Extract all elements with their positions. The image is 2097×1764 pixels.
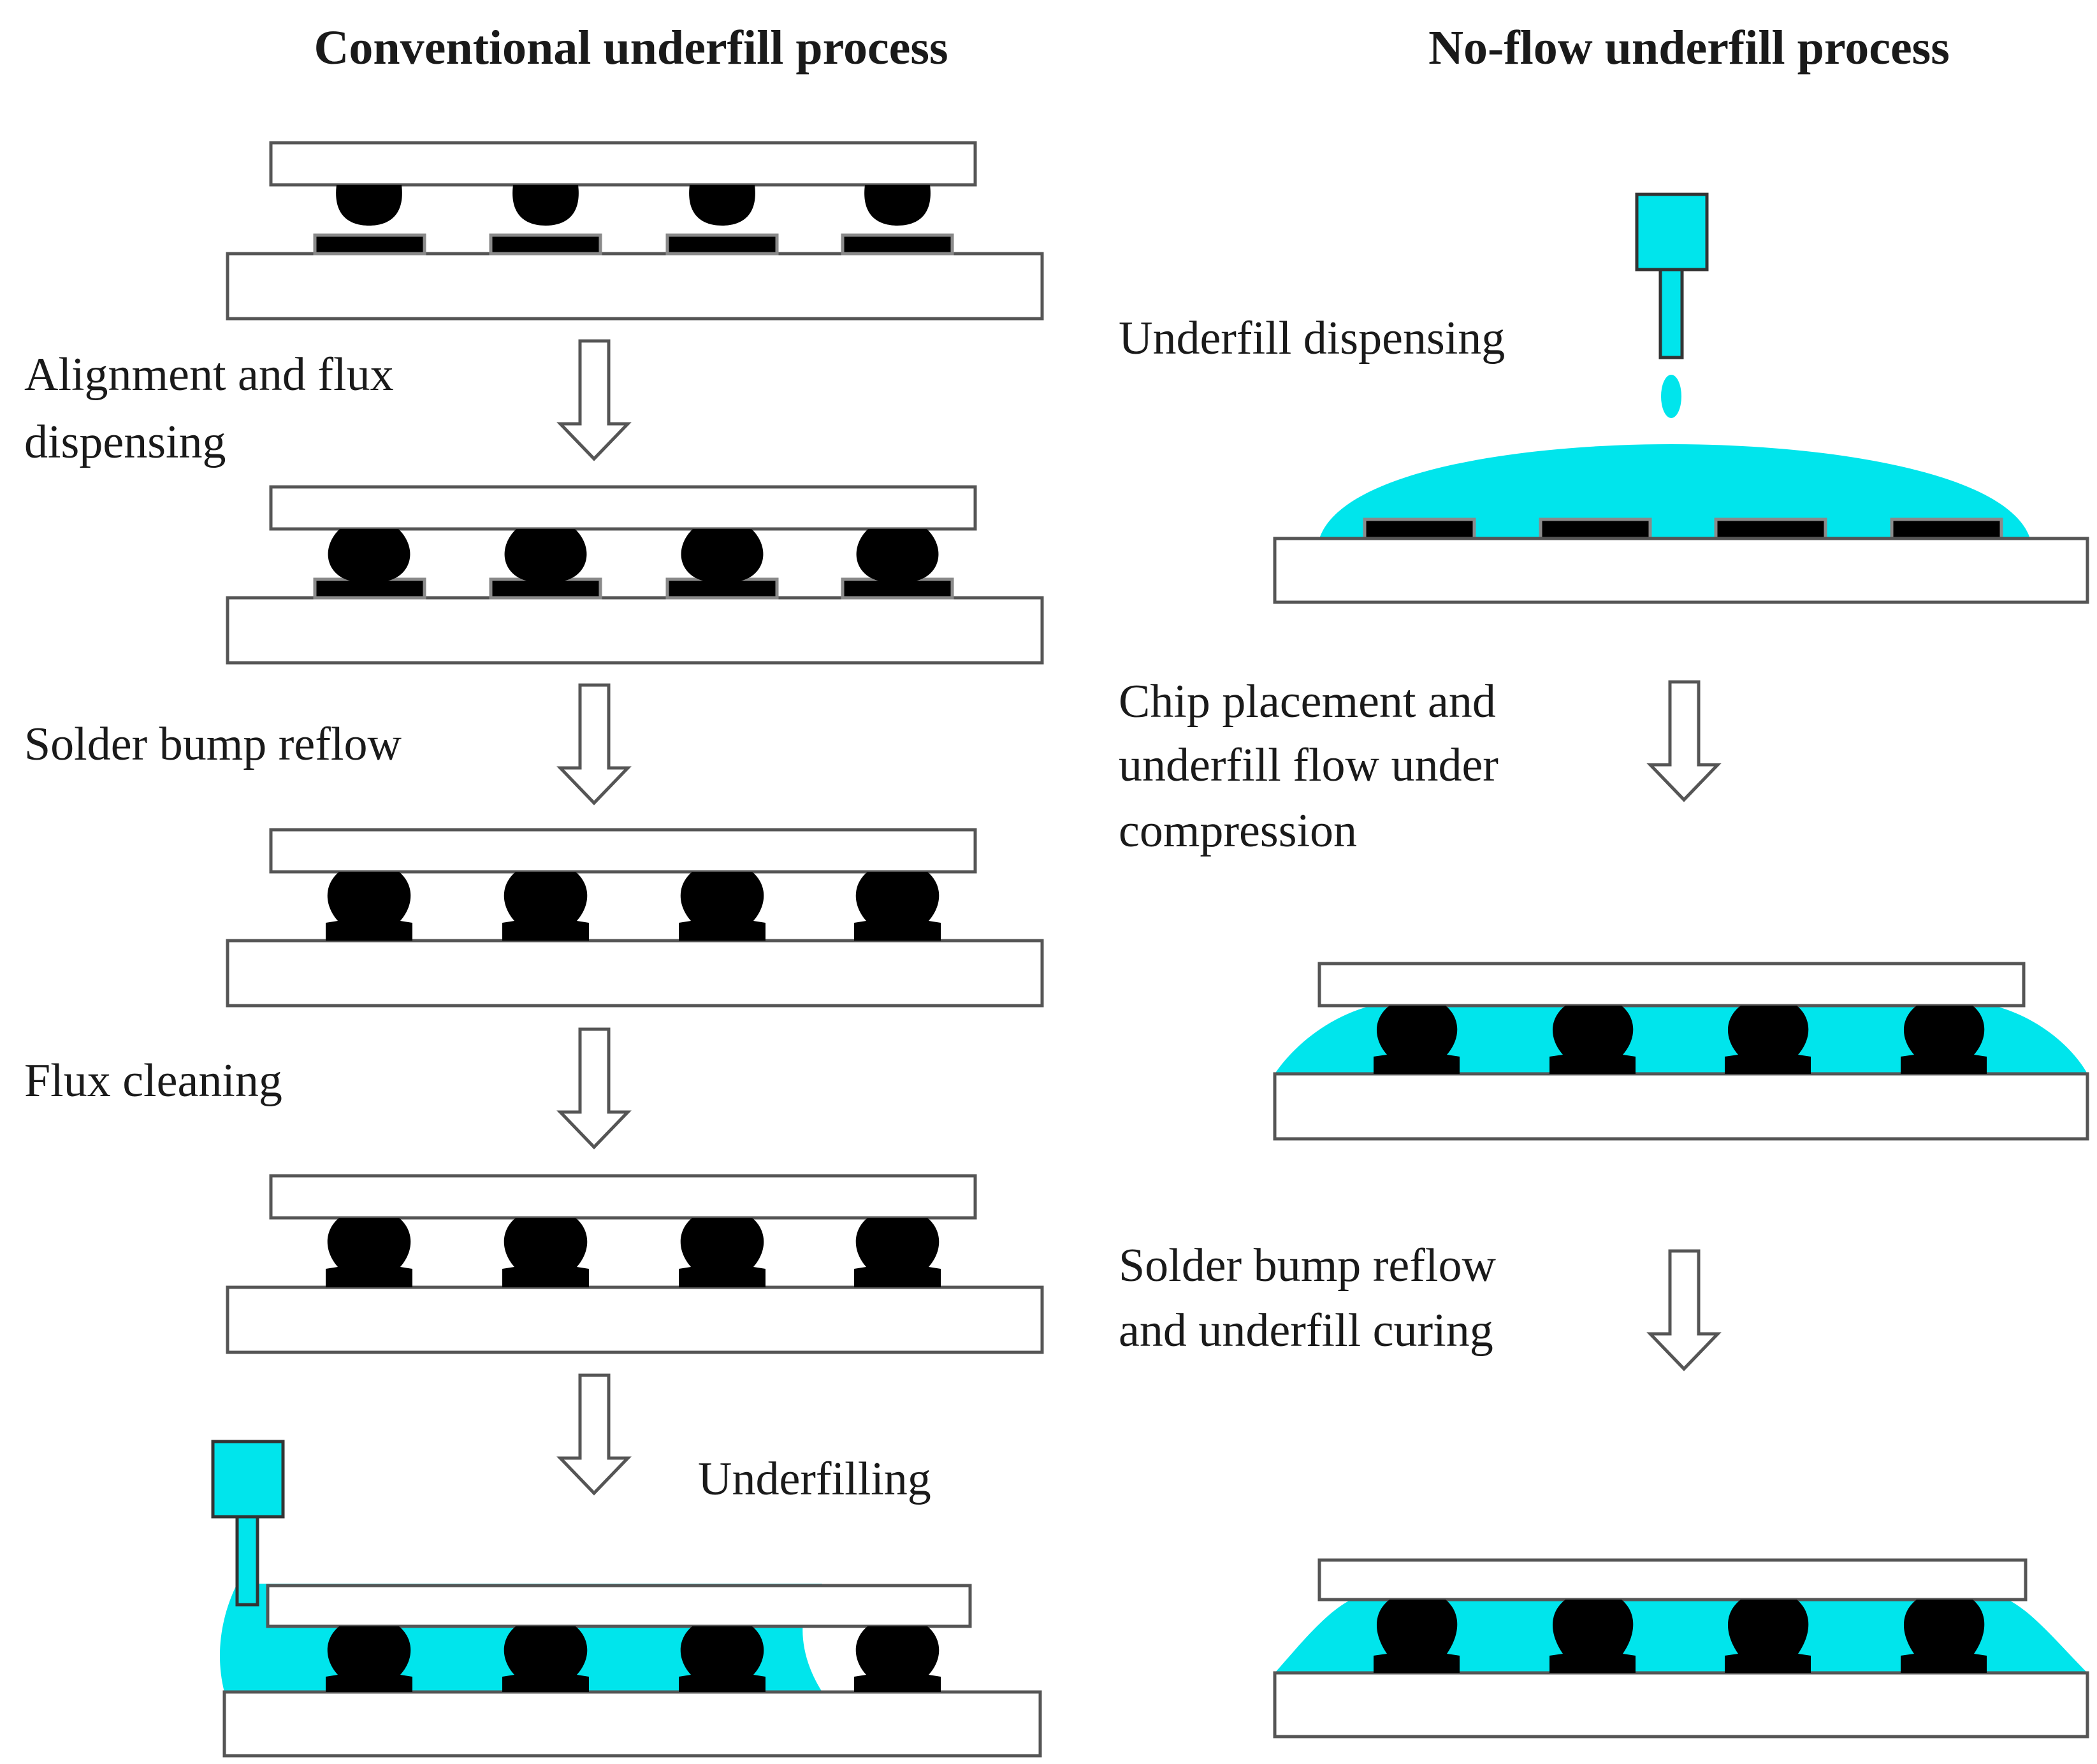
dispenser-nozzle-icon: [211, 1440, 285, 1519]
solder-joint: [679, 872, 766, 941]
noflow-stage-2: [1273, 962, 2089, 1141]
conventional-stage-5: [211, 1440, 1042, 1758]
solder-bump: [1549, 1006, 1636, 1074]
substrate: [1273, 1072, 2089, 1141]
bond-pad: [1539, 517, 1652, 540]
conventional-stage-1: [226, 141, 1044, 321]
chip: [269, 485, 977, 531]
solder-bump: [328, 529, 410, 584]
dispenser-needle: [1658, 268, 1684, 359]
solder-joint: [679, 1626, 766, 1692]
solder-bump: [504, 529, 587, 584]
solder-joint: [854, 1218, 941, 1287]
bond-pad: [841, 577, 954, 600]
solder-joint: [854, 872, 941, 941]
conventional-title: Conventional underfill process: [314, 21, 948, 75]
chip: [1317, 962, 2026, 1008]
solder-bump: [864, 185, 931, 226]
solder-bump: [856, 529, 939, 584]
solder-bump: [1374, 1006, 1460, 1074]
step-underfilling-label: Underfilling: [698, 1453, 931, 1505]
substrate: [226, 1285, 1044, 1354]
step-alignment-label-line2: dispensing: [24, 416, 226, 468]
step-placement-label-line2: underfill flow under: [1119, 739, 1498, 792]
down-arrow: [556, 1027, 632, 1150]
chip: [1317, 1558, 2028, 1601]
down-arrow: [556, 683, 632, 806]
step-reflow-label: Solder bump reflow: [24, 718, 402, 770]
down-arrow: [1646, 680, 1722, 802]
solder-joint: [1725, 1600, 1811, 1673]
step-alignment-label-line1: Alignment and flux: [24, 349, 394, 401]
chip: [269, 1174, 977, 1220]
down-arrow: [556, 1373, 632, 1496]
conventional-stage-3: [226, 828, 1044, 1008]
bond-pad: [1714, 517, 1827, 540]
conventional-stage-4: [226, 1174, 1044, 1354]
step-placement-label-line1: Chip placement and: [1119, 676, 1496, 728]
noflow-stage-3: [1273, 1558, 2089, 1739]
underfill-droplet: [1661, 375, 1681, 418]
solder-bump: [1901, 1006, 1987, 1074]
solder-joint: [854, 1626, 941, 1692]
solder-joint: [502, 1218, 589, 1287]
solder-joint: [1549, 1600, 1636, 1673]
chip: [269, 141, 977, 187]
bond-pad: [665, 233, 779, 256]
underfill-layer: [1275, 1004, 2087, 1074]
solder-joint: [679, 1218, 766, 1287]
solder-joint: [326, 872, 412, 941]
dispenser-needle: [235, 1515, 259, 1607]
cured-underfill: [1275, 1600, 2087, 1673]
step-placement-label-line3: compression: [1119, 805, 1357, 857]
step-curing-label-line2: and underfill curing: [1119, 1305, 1493, 1357]
solder-joint: [1374, 1600, 1460, 1673]
solder-bump: [689, 185, 755, 226]
substrate: [226, 252, 1044, 321]
step-dispensing-label: Underfill dispensing: [1119, 312, 1505, 365]
solder-joint: [502, 872, 589, 941]
step-cleaning-label: Flux cleaning: [24, 1055, 282, 1107]
noflow-title: No-flow underfill process: [1428, 21, 1950, 75]
down-arrow: [556, 339, 632, 461]
solder-joint: [1901, 1600, 1987, 1673]
substrate: [1273, 1671, 2089, 1739]
solder-joint: [326, 1626, 412, 1692]
solder-joint: [326, 1218, 412, 1287]
solder-bump: [1725, 1006, 1811, 1074]
bond-pad: [1363, 517, 1476, 540]
underfill-dome: [1319, 444, 2030, 539]
down-arrow: [1646, 1249, 1722, 1371]
substrate: [222, 1690, 1042, 1758]
chip: [269, 828, 977, 874]
bond-pad: [1890, 517, 2003, 540]
solder-bump: [681, 529, 764, 584]
solder-bump: [512, 185, 579, 226]
step-curing-label-line1: Solder bump reflow: [1119, 1240, 1496, 1292]
dispenser-nozzle-icon: [1635, 192, 1709, 271]
bond-pad: [313, 233, 426, 256]
substrate: [226, 939, 1044, 1008]
bond-pad: [489, 233, 602, 256]
conventional-stage-2: [226, 485, 1044, 665]
noflow-stage-1: [1273, 192, 2089, 604]
solder-bump: [336, 185, 402, 226]
solder-joint: [502, 1626, 589, 1692]
substrate: [226, 596, 1044, 665]
substrate: [1273, 537, 2089, 604]
chip: [266, 1584, 972, 1628]
bond-pad: [841, 233, 954, 256]
